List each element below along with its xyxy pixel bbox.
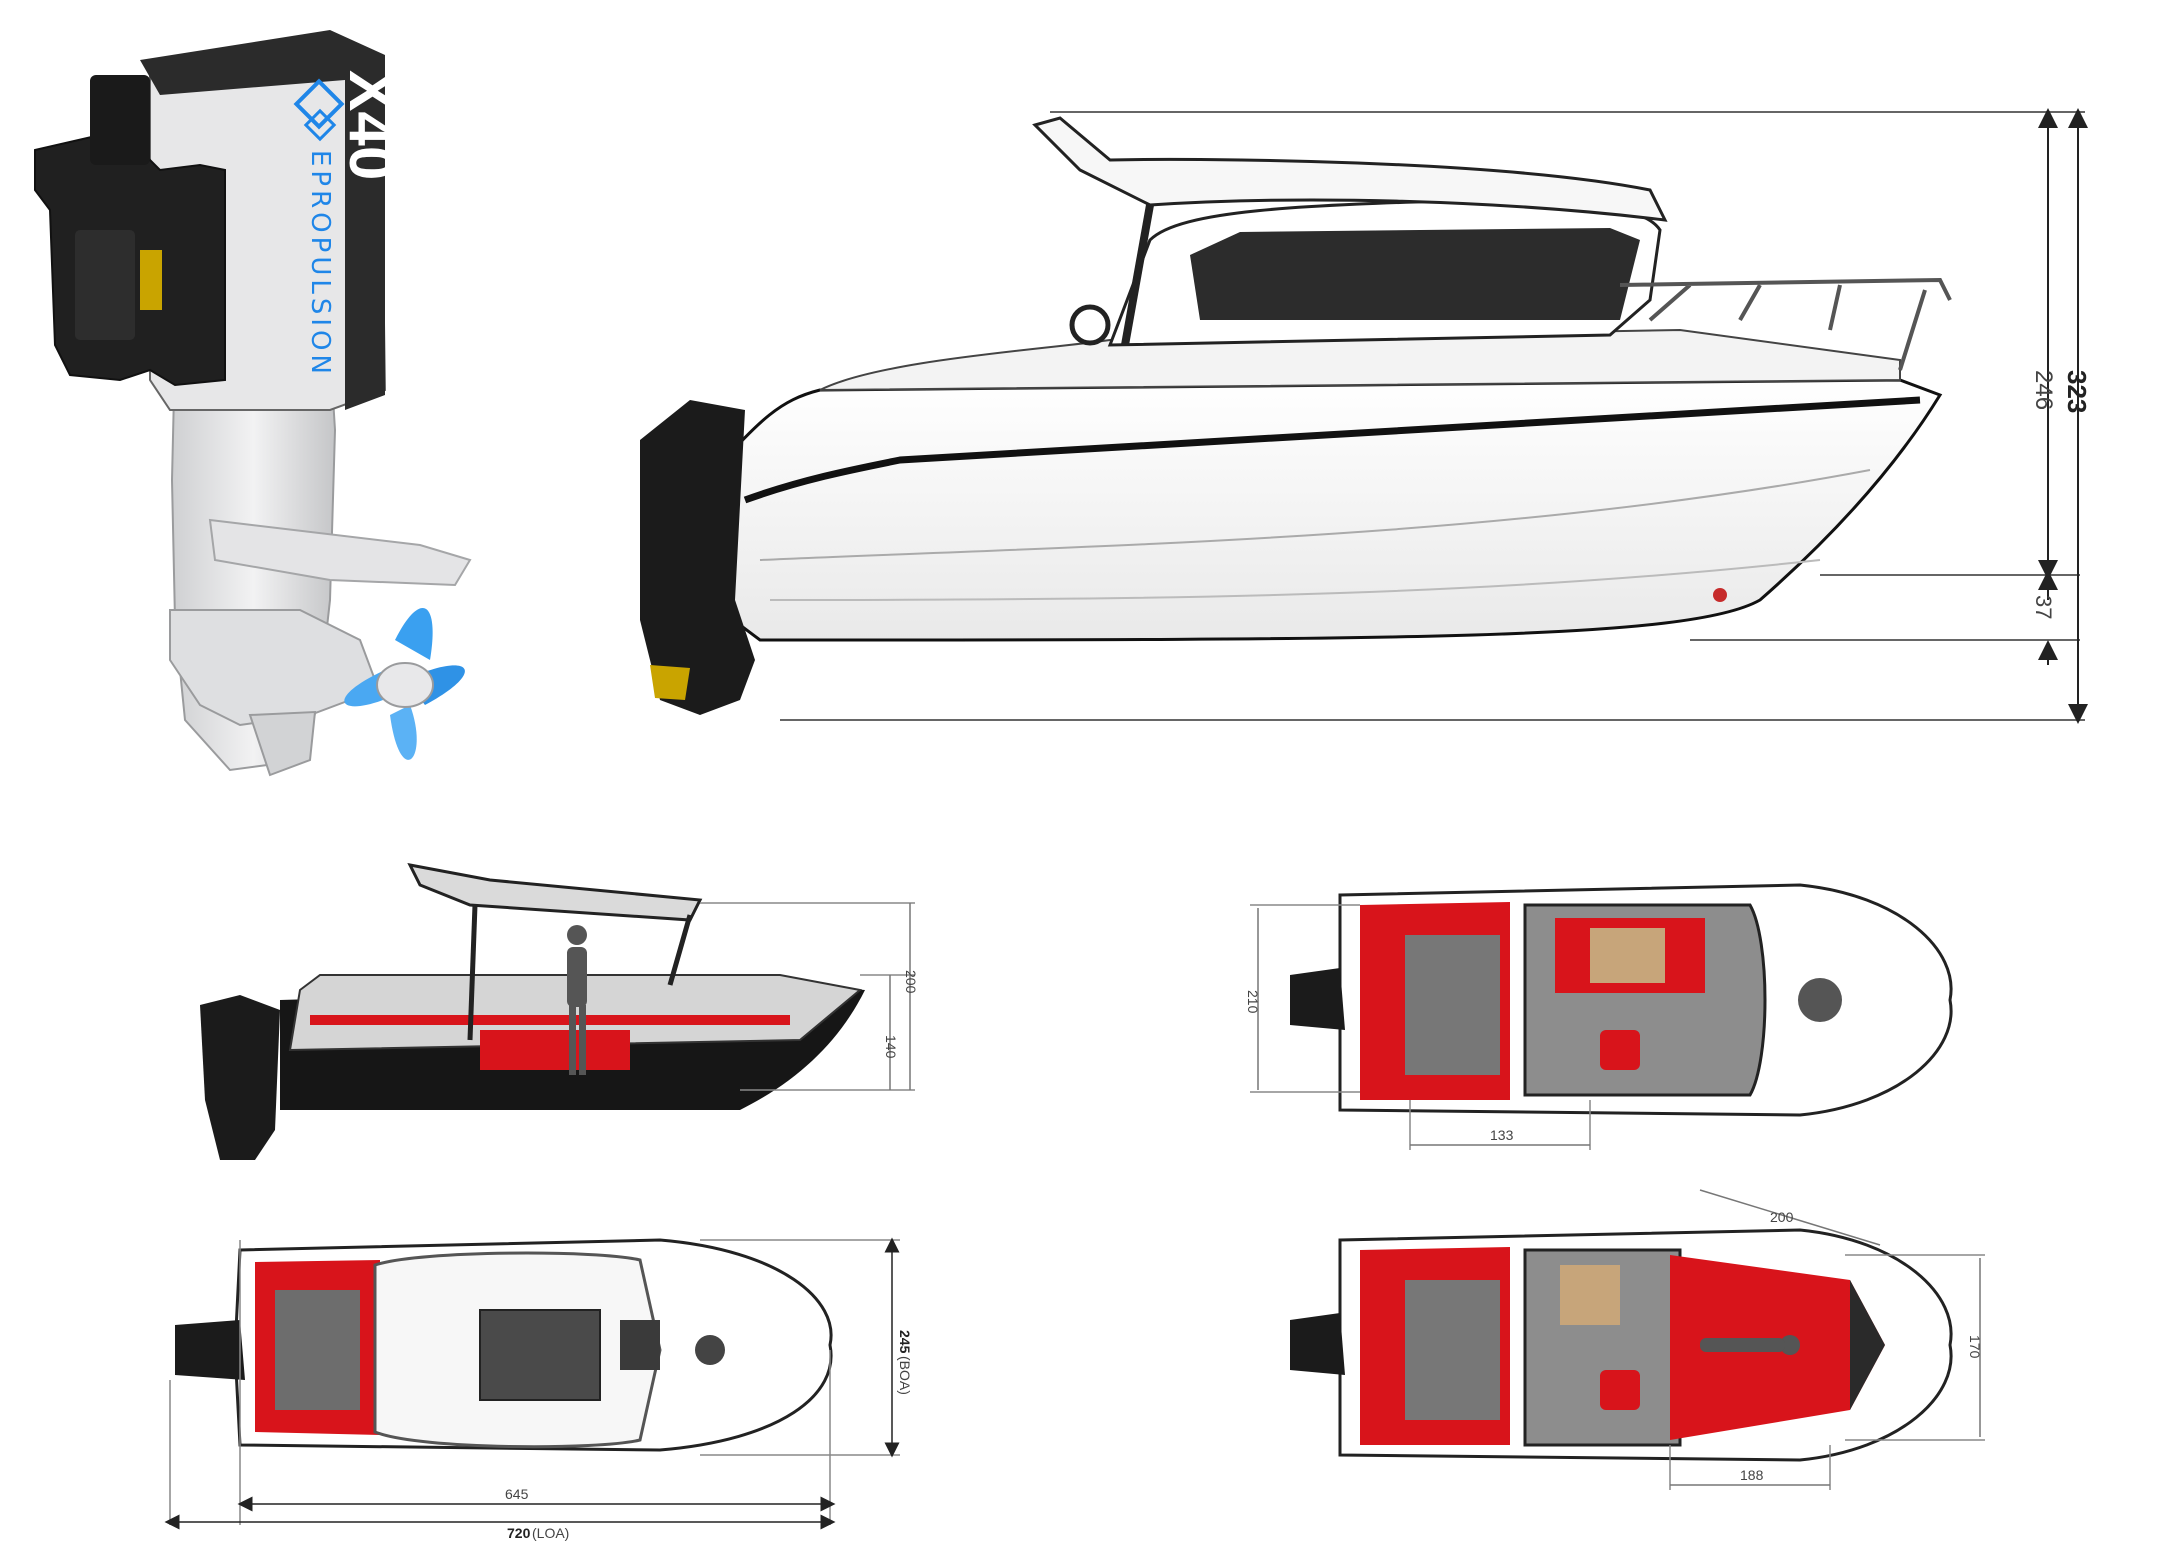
small-side-view: 200 140 (200, 862, 919, 1160)
dim-loa: 720 (507, 1525, 531, 1541)
dim-small-height-b: 140 (883, 1035, 899, 1059)
brand-logo-icon (293, 78, 345, 142)
dim-hull-length: 645 (505, 1486, 529, 1502)
propeller-icon (344, 607, 465, 760)
bow-rail (1619, 277, 1952, 371)
dim-small-height-a: 200 (903, 970, 919, 994)
main-side-view: 246 323 37 (640, 108, 2092, 724)
top-view: 645 720 (LOA) 245 (BOA) (164, 1237, 913, 1541)
person-icon (567, 925, 587, 1075)
small-outboard (200, 995, 280, 1160)
dim-cabin-length: 188 (1740, 1467, 1764, 1483)
dim-beam-note: (BOA) (897, 1356, 913, 1395)
rub-rail (743, 396, 1921, 504)
cabin-outboard (1290, 1313, 1345, 1375)
motor-brand: EPROPULSION (305, 150, 335, 378)
dim-loa-note: (LOA) (532, 1525, 569, 1541)
outboard-motor: EPROPULSION X40 (34, 30, 472, 777)
dim-cabin-height: 246 (2030, 370, 2057, 410)
hull (713, 378, 1943, 642)
dim-beam: 245 (897, 1330, 913, 1354)
cockpit-plan: 210 133 (1245, 883, 1953, 1150)
main-outboard (640, 400, 755, 715)
motor-model: X40 (336, 70, 405, 180)
dim-overall-height: 323 (2062, 370, 2092, 413)
cabin-windows (1190, 228, 1640, 320)
person-lying-icon (1700, 1335, 1800, 1355)
cowling-cap (140, 30, 385, 410)
dim-cockpit-width: 210 (1245, 990, 1261, 1014)
dim-draft: 37 (2031, 595, 2056, 619)
dim-berth-length: 200 (1770, 1209, 1794, 1225)
t-top-small (407, 862, 703, 922)
cockpit-outboard (1290, 968, 1345, 1030)
cabin-plan: 200 170 188 (1290, 1189, 1985, 1490)
dim-console: 133 (1490, 1127, 1514, 1143)
top-outboard (175, 1320, 245, 1380)
dim-berth-width: 170 (1967, 1335, 1983, 1359)
hard-top (1032, 116, 1668, 222)
